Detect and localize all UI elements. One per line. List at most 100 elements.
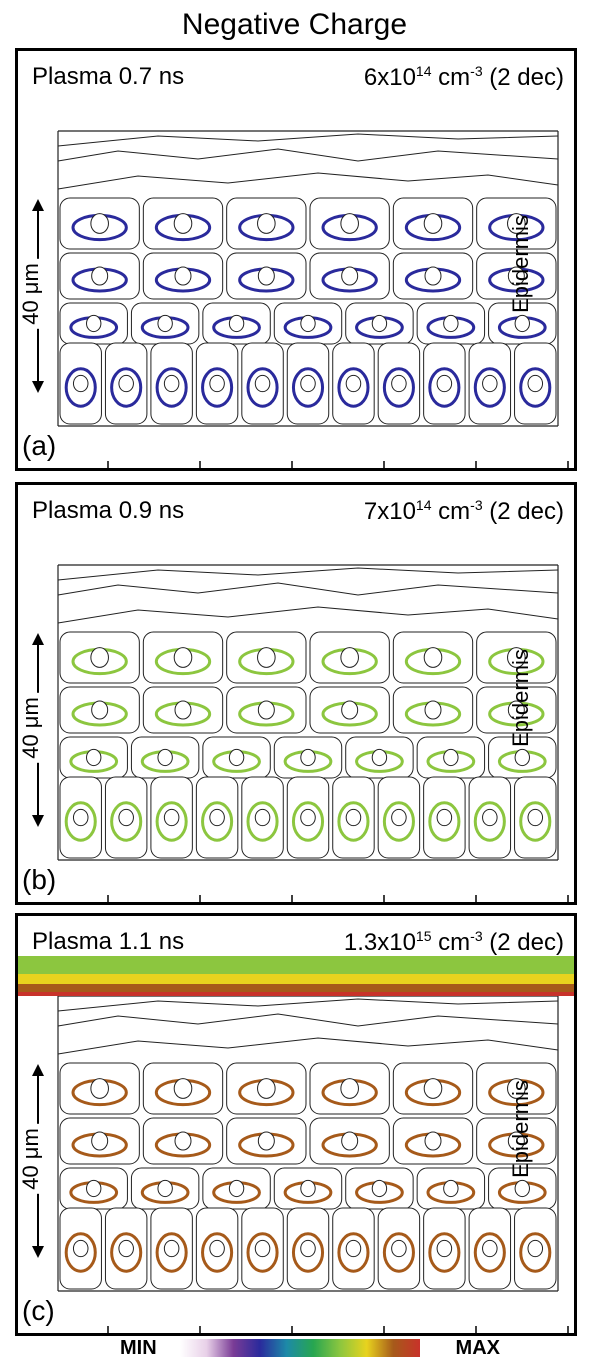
nucleus bbox=[443, 1179, 459, 1198]
stratum-corneum-line bbox=[57, 998, 559, 1012]
colorbar-gradient bbox=[180, 1339, 420, 1357]
nucleus bbox=[527, 374, 544, 393]
charge-contour bbox=[428, 801, 461, 842]
charge-contour bbox=[64, 801, 97, 842]
charge-contour bbox=[201, 1232, 234, 1273]
charge-contour bbox=[291, 1232, 325, 1273]
nucleus bbox=[91, 266, 109, 286]
tissue-cells bbox=[32, 130, 569, 468]
nucleus bbox=[228, 1179, 245, 1198]
nucleus bbox=[527, 808, 544, 827]
nucleus bbox=[300, 1179, 316, 1198]
density-label: 7x1014 cm-3 (2 dec) bbox=[363, 497, 564, 525]
scale-bar-label: 40 μm bbox=[18, 259, 44, 329]
nucleus bbox=[86, 748, 102, 767]
nucleus bbox=[514, 748, 530, 767]
nucleus bbox=[163, 808, 180, 827]
nucleus bbox=[173, 213, 193, 234]
nucleus bbox=[345, 808, 362, 827]
nucleus bbox=[209, 808, 225, 827]
nucleus bbox=[507, 647, 526, 668]
nucleus bbox=[157, 1179, 173, 1198]
nucleus bbox=[391, 808, 407, 827]
charge-contour bbox=[155, 801, 188, 842]
nucleus bbox=[423, 1078, 443, 1099]
nucleus bbox=[257, 266, 275, 286]
nucleus bbox=[436, 374, 453, 393]
nucleus bbox=[527, 1239, 544, 1258]
nucleus bbox=[209, 1239, 225, 1258]
nucleus bbox=[254, 374, 271, 393]
nucleus bbox=[300, 1239, 316, 1258]
charge-contour bbox=[246, 367, 279, 408]
charge-contour bbox=[473, 1232, 506, 1273]
epidermis-label: Epidermis bbox=[508, 649, 534, 747]
charge-contour bbox=[155, 1232, 188, 1273]
nucleus bbox=[482, 808, 498, 827]
nucleus bbox=[340, 1078, 359, 1099]
nucleus bbox=[345, 1239, 362, 1258]
nucleus bbox=[118, 1239, 134, 1258]
plasma-time-label: Plasma 1.1 ns bbox=[32, 928, 185, 955]
scale-arrow-up bbox=[32, 199, 44, 211]
nucleus bbox=[423, 647, 443, 668]
panel-letter: (b) bbox=[22, 864, 57, 896]
scale-bar-label: 40 μm bbox=[18, 693, 44, 763]
nucleus bbox=[163, 374, 180, 393]
nucleus bbox=[118, 808, 134, 827]
nucleus bbox=[340, 647, 359, 668]
nucleus bbox=[173, 647, 193, 668]
plasma-time-label: Plasma 0.9 ns bbox=[32, 497, 185, 524]
stratum-corneum-line bbox=[57, 172, 559, 190]
nucleus bbox=[91, 1131, 109, 1151]
nucleus bbox=[257, 213, 276, 234]
nucleus bbox=[300, 314, 316, 333]
nucleus bbox=[228, 748, 245, 767]
nucleus bbox=[300, 748, 316, 767]
colorbar-max-label: MAX bbox=[455, 1337, 500, 1359]
nucleus bbox=[91, 700, 109, 720]
charge-contour bbox=[291, 367, 325, 408]
nucleus bbox=[424, 1131, 442, 1151]
nucleus bbox=[86, 314, 102, 333]
nucleus bbox=[443, 314, 459, 333]
nucleus bbox=[157, 314, 173, 333]
nucleus bbox=[173, 1078, 193, 1099]
nucleus bbox=[514, 1179, 530, 1198]
nucleus bbox=[254, 1239, 271, 1258]
charge-contour bbox=[155, 367, 188, 408]
nucleus bbox=[209, 374, 225, 393]
panel-a: Plasma 0.7 ns 6x1014 cm-3 (2 dec) 40 μm … bbox=[15, 48, 577, 471]
nucleus bbox=[90, 1078, 109, 1099]
scale-arrow-up bbox=[32, 1064, 44, 1076]
nucleus bbox=[507, 700, 525, 720]
charge-contour bbox=[110, 367, 143, 408]
charge-contour bbox=[519, 1232, 552, 1273]
nucleus bbox=[345, 374, 362, 393]
nucleus bbox=[174, 700, 192, 720]
charge-contour bbox=[201, 367, 234, 408]
nucleus bbox=[443, 748, 459, 767]
colorbar: MIN MAX bbox=[120, 1337, 500, 1359]
surface-charge-band bbox=[18, 984, 574, 992]
nucleus bbox=[90, 647, 109, 668]
nucleus bbox=[300, 808, 316, 827]
charge-contour bbox=[382, 1232, 415, 1273]
panel-letter: (c) bbox=[22, 1295, 55, 1327]
plasma-time-label: Plasma 0.7 ns bbox=[32, 63, 185, 90]
stratum-corneum-line bbox=[57, 582, 559, 596]
nucleus bbox=[424, 700, 442, 720]
scale-arrow-down bbox=[32, 381, 44, 393]
nucleus bbox=[424, 266, 442, 286]
tissue-cells bbox=[32, 564, 569, 902]
charge-contour bbox=[428, 1232, 461, 1273]
charge-contour bbox=[473, 367, 506, 408]
colorbar-min-label: MIN bbox=[120, 1337, 157, 1359]
nucleus bbox=[507, 266, 525, 286]
nucleus bbox=[482, 374, 498, 393]
nucleus bbox=[371, 748, 388, 767]
epidermis-label: Epidermis bbox=[508, 215, 534, 313]
density-label: 1.3x1015 cm-3 (2 dec) bbox=[343, 928, 564, 956]
nucleus bbox=[257, 700, 275, 720]
surface-charge-band bbox=[18, 992, 574, 996]
